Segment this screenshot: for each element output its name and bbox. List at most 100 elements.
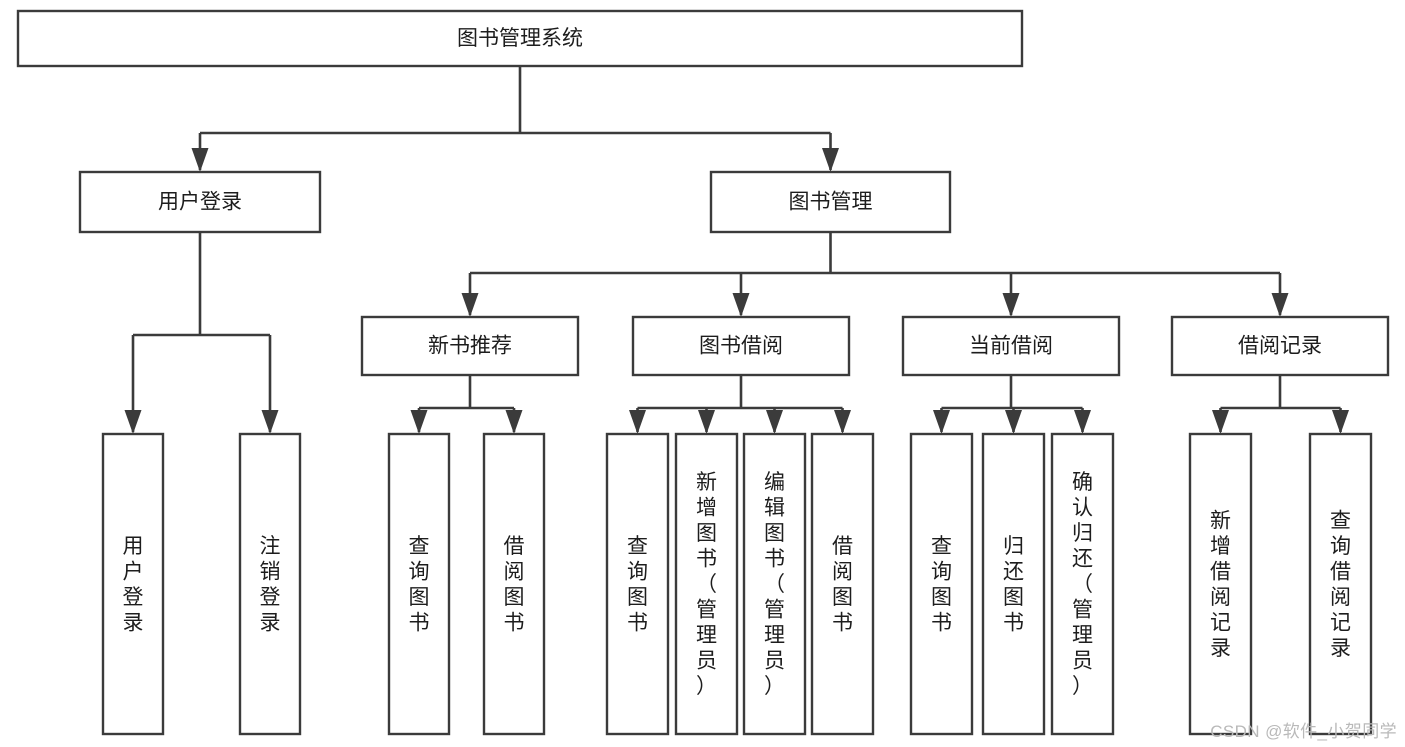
node-box-user-login[interactable] bbox=[78, 170, 322, 234]
arrow-icon-borrow-edit-book bbox=[766, 410, 783, 434]
svg-text:辑: 辑 bbox=[764, 497, 785, 520]
node-box-user-login-do[interactable] bbox=[101, 432, 165, 736]
arrow-icon-current-borrow bbox=[1002, 293, 1020, 317]
svg-text:阅: 阅 bbox=[1330, 586, 1351, 609]
node-box-recommend-borrow-book[interactable] bbox=[482, 432, 546, 736]
svg-text:户: 户 bbox=[123, 560, 144, 583]
svg-text:书: 书 bbox=[504, 611, 525, 634]
svg-text:查: 查 bbox=[627, 535, 648, 558]
svg-text:）: ） bbox=[1072, 675, 1093, 698]
node-box-root[interactable] bbox=[16, 9, 1024, 68]
svg-text:（: （ bbox=[1072, 573, 1093, 596]
svg-text:阅: 阅 bbox=[504, 560, 525, 583]
svg-text:增: 增 bbox=[696, 497, 717, 520]
node-box-record-add[interactable] bbox=[1188, 432, 1253, 736]
svg-text:书: 书 bbox=[696, 548, 717, 571]
svg-text:书: 书 bbox=[764, 548, 785, 571]
node-box-borrow-query-book[interactable] bbox=[605, 432, 670, 736]
node-box-borrow-borrow-book[interactable] bbox=[810, 432, 875, 736]
arrow-icon-current-return-book bbox=[1005, 410, 1022, 434]
svg-text:书: 书 bbox=[832, 611, 853, 634]
arrow-icon-borrow-record bbox=[1271, 293, 1289, 317]
svg-text:还: 还 bbox=[1072, 548, 1093, 571]
arrow-icon-borrow-query-book bbox=[629, 410, 646, 434]
arrow-icon-user-logout bbox=[261, 410, 279, 434]
node-box-recommend-query-book[interactable] bbox=[387, 432, 451, 736]
arrow-icon-record-query bbox=[1332, 410, 1349, 434]
svg-text:新: 新 bbox=[696, 471, 717, 494]
svg-text:录: 录 bbox=[123, 611, 144, 634]
svg-text:阅: 阅 bbox=[832, 560, 853, 583]
svg-text:员: 员 bbox=[696, 650, 717, 673]
svg-text:认: 认 bbox=[1072, 497, 1093, 520]
node-box-current-return-book[interactable] bbox=[981, 432, 1046, 736]
node-label-root: 图书管理系统 bbox=[457, 27, 583, 50]
node-box-borrow-edit-book[interactable] bbox=[742, 432, 807, 736]
svg-text:图: 图 bbox=[1003, 586, 1024, 609]
svg-text:）: ） bbox=[696, 675, 717, 698]
svg-text:理: 理 bbox=[764, 624, 785, 647]
svg-text:记: 记 bbox=[1210, 611, 1231, 634]
node-label-current-borrow: 当前借阅 bbox=[969, 335, 1053, 358]
svg-text:录: 录 bbox=[1210, 637, 1231, 660]
arrow-icon-book-borrow bbox=[732, 293, 750, 317]
node-box-current-borrow[interactable] bbox=[901, 315, 1121, 377]
svg-text:阅: 阅 bbox=[1210, 586, 1231, 609]
svg-text:新: 新 bbox=[1210, 509, 1231, 532]
node-box-current-confirm-return[interactable] bbox=[1050, 432, 1115, 736]
svg-text:书: 书 bbox=[627, 611, 648, 634]
svg-text:销: 销 bbox=[260, 560, 281, 583]
node-label-new-book-recommend: 新书推荐 bbox=[428, 335, 512, 358]
node-box-new-book-recommend[interactable] bbox=[360, 315, 580, 377]
node-label-user-login-do: 用户登录 bbox=[123, 535, 144, 635]
svg-text:询: 询 bbox=[627, 560, 648, 583]
svg-text:登: 登 bbox=[123, 586, 144, 609]
svg-text:登: 登 bbox=[260, 586, 281, 609]
svg-text:借: 借 bbox=[1330, 560, 1351, 583]
node-box-record-query[interactable] bbox=[1308, 432, 1373, 736]
svg-text:图: 图 bbox=[931, 586, 952, 609]
svg-text:借: 借 bbox=[1210, 560, 1231, 583]
node-box-user-logout[interactable] bbox=[238, 432, 302, 736]
svg-text:理: 理 bbox=[1072, 624, 1093, 647]
svg-text:图: 图 bbox=[764, 522, 785, 545]
svg-text:）: ） bbox=[764, 675, 785, 698]
node-label-book-management: 图书管理 bbox=[789, 191, 873, 214]
svg-text:确: 确 bbox=[1072, 471, 1093, 494]
arrow-icon-borrow-add-book bbox=[698, 410, 715, 434]
node-box-borrow-add-book[interactable] bbox=[674, 432, 739, 736]
svg-text:图: 图 bbox=[696, 522, 717, 545]
svg-text:（: （ bbox=[764, 573, 785, 596]
svg-text:理: 理 bbox=[696, 624, 717, 647]
svg-text:书: 书 bbox=[931, 611, 952, 634]
node-box-current-query-book[interactable] bbox=[909, 432, 974, 736]
svg-text:书: 书 bbox=[1003, 611, 1024, 634]
arrow-icon-recommend-query-book bbox=[410, 410, 428, 434]
svg-text:书: 书 bbox=[409, 611, 430, 634]
node-box-book-management[interactable] bbox=[709, 170, 952, 234]
svg-text:编: 编 bbox=[764, 471, 785, 494]
node-box-borrow-record[interactable] bbox=[1170, 315, 1390, 377]
arrow-icon-book-management bbox=[822, 148, 839, 172]
svg-text:借: 借 bbox=[504, 535, 525, 558]
svg-text:录: 录 bbox=[1330, 637, 1351, 660]
node-label-book-borrow: 图书借阅 bbox=[699, 335, 783, 358]
svg-text:借: 借 bbox=[832, 535, 853, 558]
arrow-icon-current-confirm-return bbox=[1074, 410, 1091, 434]
arrow-icon-current-query-book bbox=[933, 410, 950, 434]
arrow-icon-user-login-do bbox=[124, 410, 142, 434]
svg-text:员: 员 bbox=[1072, 650, 1093, 673]
node-label-user-login: 用户登录 bbox=[158, 191, 242, 214]
svg-text:增: 增 bbox=[1210, 535, 1231, 558]
svg-text:图: 图 bbox=[627, 586, 648, 609]
